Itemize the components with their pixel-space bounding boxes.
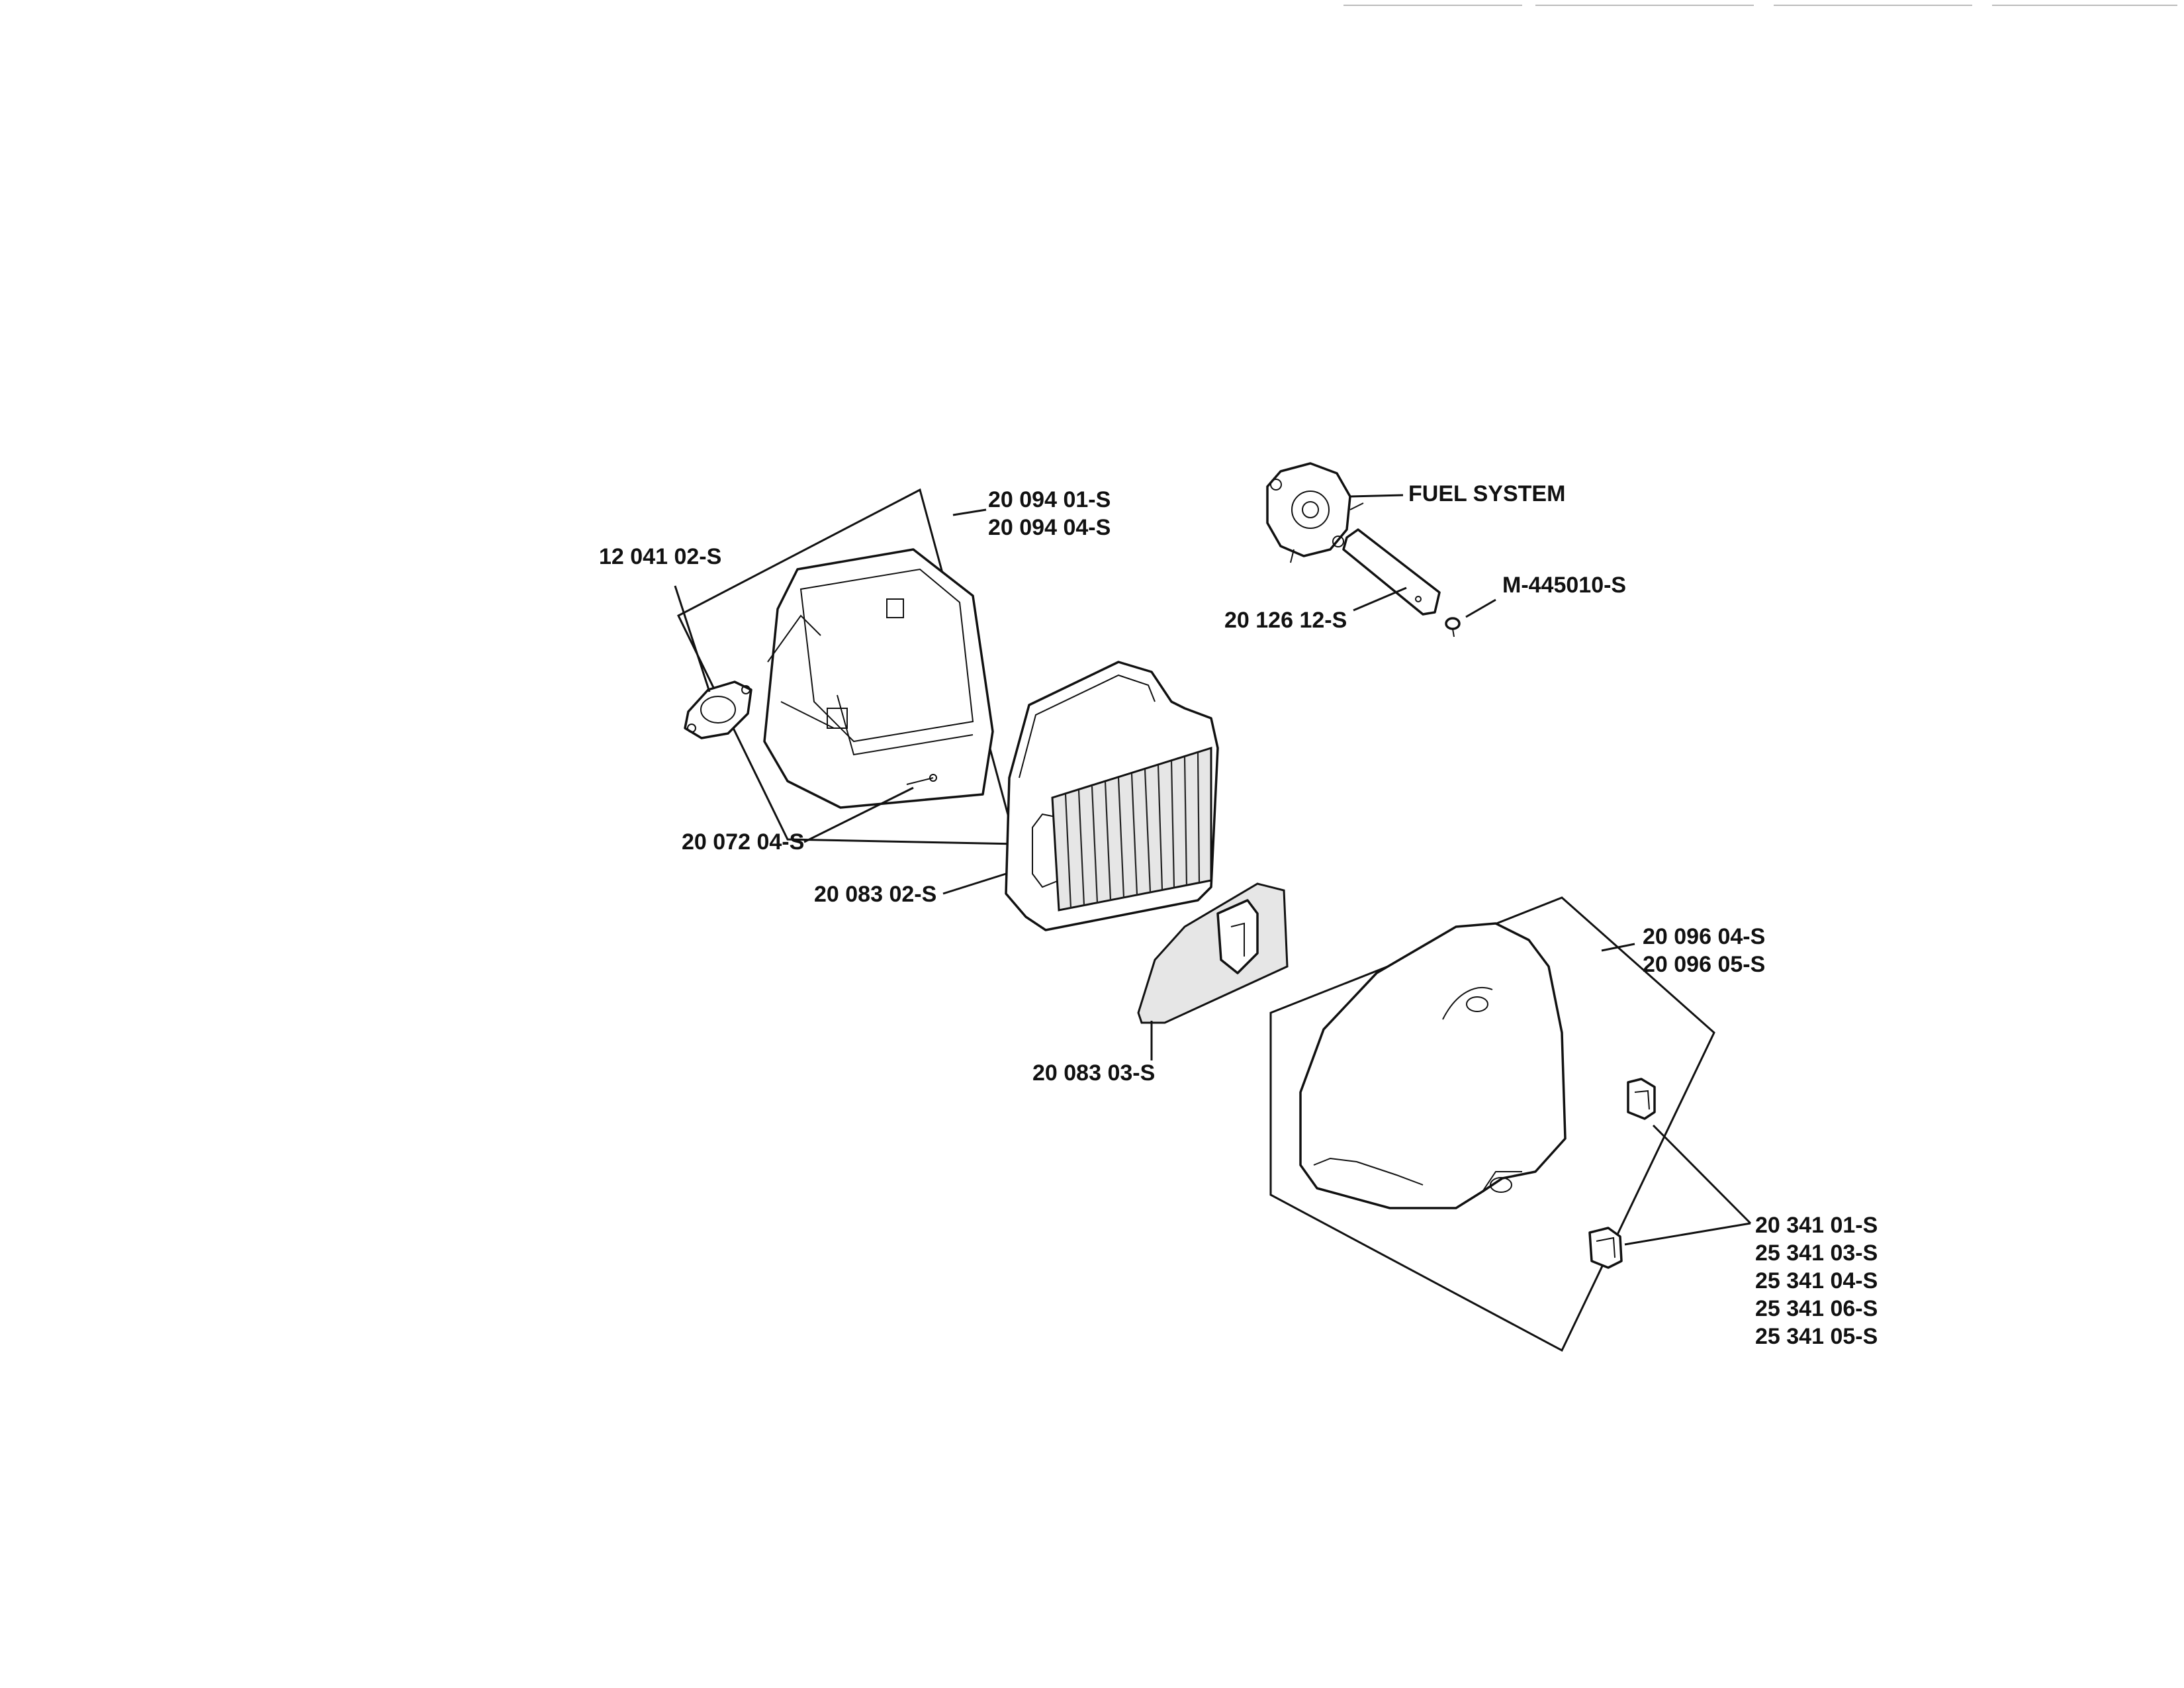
label-prefilter: 20 083 03-S [1032,1060,1155,1086]
part-labels: 20 094 01-S 20 094 04-S 12 041 02-S 20 0… [599,481,1878,1349]
label-bracket: 20 126 12-S [1224,608,1347,633]
label-fuel-system: FUEL SYSTEM [1408,481,1565,506]
air-filter-housing-group [677,488,1017,845]
air-filter-cover-group [1269,896,1715,1352]
label-knob-1: 20 341 01-S [1755,1213,1878,1238]
pre-filter [1137,882,1289,1024]
air-filter-housing [763,548,994,809]
air-filter-element [1005,661,1219,931]
air-filter-cover [1299,922,1567,1209]
label-knob-4: 25 341 06-S [1755,1296,1878,1321]
label-cover-2: 20 096 05-S [1643,952,1765,977]
filter-pleats [1064,752,1201,909]
bracket [1342,528,1441,616]
knob-icon [1588,1227,1623,1269]
screw-icon [1445,617,1461,637]
label-knob-3: 25 341 04-S [1755,1268,1878,1293]
stud-icon [906,777,934,785]
cover-group-outline [1269,896,1715,1352]
fuel-pump-icon [1266,462,1364,563]
label-screw: M-445010-S [1502,573,1626,598]
label-stud: 20 072 04-S [682,829,804,855]
label-cover-1: 20 096 04-S [1643,924,1765,949]
knob-icon [1627,1078,1656,1120]
label-housing-2: 20 094 04-S [988,515,1111,540]
label-knob-2: 25 341 03-S [1755,1241,1878,1266]
leader-lines [674,494,1752,1246]
label-filter: 20 083 02-S [814,882,936,907]
label-knob-5: 25 341 05-S [1755,1324,1878,1349]
label-housing-1: 20 094 01-S [988,487,1111,512]
label-gasket: 12 041 02-S [599,544,721,569]
